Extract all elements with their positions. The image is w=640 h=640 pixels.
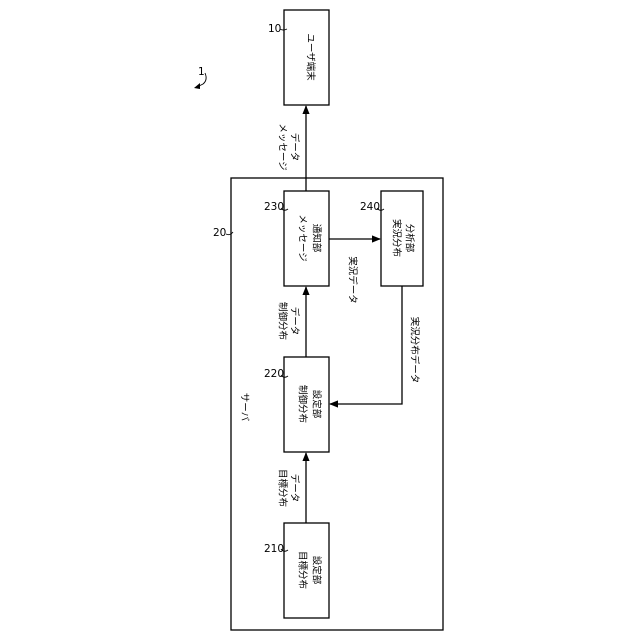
server-label: サーバ — [239, 393, 250, 422]
flow-control-line2: データ — [289, 307, 301, 336]
user-terminal-label: ユーザ端末 — [305, 33, 317, 81]
server-ref-lead — [226, 232, 233, 235]
block-230-label-line2: 通知部 — [311, 224, 323, 253]
system-ref-arrowhead — [194, 83, 200, 89]
block-230-label-line1: メッセージ — [297, 214, 308, 261]
block-240-ref: 240 — [360, 201, 380, 213]
block-210-label-line2: 設定部 — [311, 556, 323, 585]
system-reference: 1 — [194, 66, 206, 89]
block-210-label-line1: 目標分布 — [297, 551, 309, 589]
block-240-label-line2: 分析部 — [404, 224, 416, 253]
flow-label-target-distribution: 目標分布 データ — [277, 469, 301, 507]
block-240-label-line1: 実況分布 — [391, 219, 403, 257]
server-ref: 20 — [213, 227, 226, 239]
flow-label-actual-data: 実況データ — [347, 256, 359, 304]
flow-target-line2: データ — [289, 474, 301, 503]
system-ref-number: 1 — [198, 66, 205, 78]
flow-message-line1: メッセージ — [277, 123, 288, 170]
flow-target-line1: 目標分布 — [277, 469, 289, 507]
target-distribution-setting-unit: 目標分布 設定部 210 — [264, 523, 329, 618]
block-220-label-line1: 制御分布 — [297, 385, 309, 423]
flow-control-line1: 制御分布 — [277, 302, 289, 340]
arrow-240-to-220 — [330, 286, 402, 404]
block-230-ref: 230 — [264, 201, 284, 213]
user-terminal-ref: 10 — [268, 23, 281, 35]
block-220-label-line2: 設定部 — [311, 390, 323, 419]
flow-message-line2: データ — [289, 133, 301, 162]
user-terminal: ユーザ端末 10 — [268, 10, 329, 105]
block-220-ref: 220 — [264, 368, 284, 380]
flow-label-message-data: メッセージ データ — [277, 123, 301, 170]
flow-label-actual-distribution-data: 実況分布データ — [409, 317, 421, 384]
control-distribution-setting-unit: 制御分布 設定部 220 — [264, 357, 329, 452]
flow-label-control-distribution: 制御分布 データ — [277, 302, 301, 340]
message-notification-unit: メッセージ 通知部 230 — [264, 191, 329, 286]
